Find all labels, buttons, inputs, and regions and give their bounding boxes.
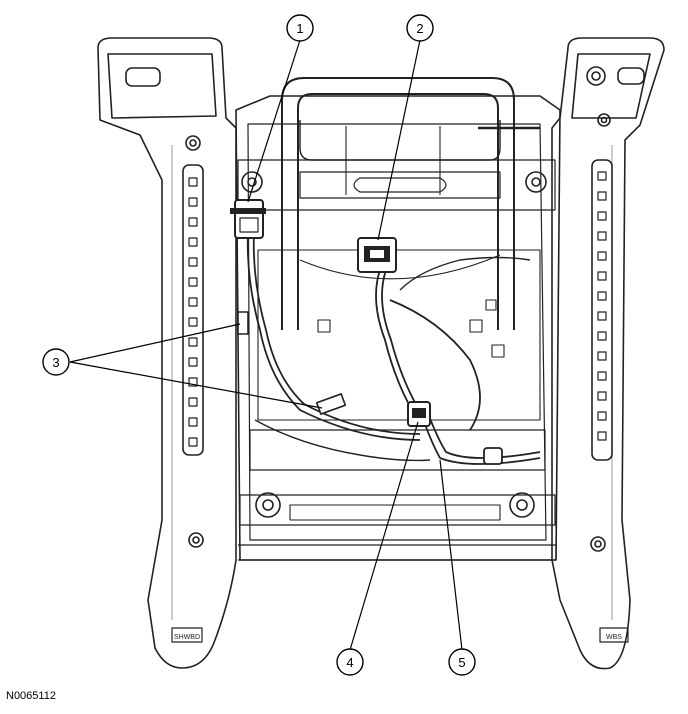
- leader-line-4: [349, 421, 419, 651]
- frame-tube: [281, 77, 515, 330]
- leader-line-2: [377, 39, 421, 241]
- leader-line-5: [439, 459, 463, 651]
- wiring-harness: [246, 231, 541, 465]
- figure-id: N0065112: [6, 690, 56, 702]
- leader-line-1: [247, 39, 301, 203]
- callout-label-3: 3: [52, 355, 59, 370]
- connector-1: [230, 199, 266, 239]
- callout-label-1: 1: [296, 21, 303, 36]
- leader-line-3a: [69, 323, 241, 363]
- harness-retainer-5: [483, 447, 503, 465]
- leader-line-3b: [69, 361, 323, 409]
- harness-clip-3b: [315, 393, 347, 415]
- harness-clip-3a: [237, 311, 249, 335]
- right-seat-track: [551, 37, 665, 670]
- callout-1: 1: [286, 14, 314, 42]
- callout-label-4: 4: [346, 655, 353, 670]
- right-track-label: WBS: [606, 634, 622, 641]
- callout-3: 3: [42, 348, 70, 376]
- callout-4: 4: [336, 648, 364, 676]
- callout-label-5: 5: [458, 655, 465, 670]
- callout-label-2: 2: [416, 21, 423, 36]
- left-seat-track: [97, 37, 237, 669]
- callout-2: 2: [406, 14, 434, 42]
- left-track-label: SHWBD: [174, 634, 200, 641]
- connector-2: [357, 237, 397, 273]
- connector-4: [407, 401, 431, 427]
- callout-5: 5: [448, 648, 476, 676]
